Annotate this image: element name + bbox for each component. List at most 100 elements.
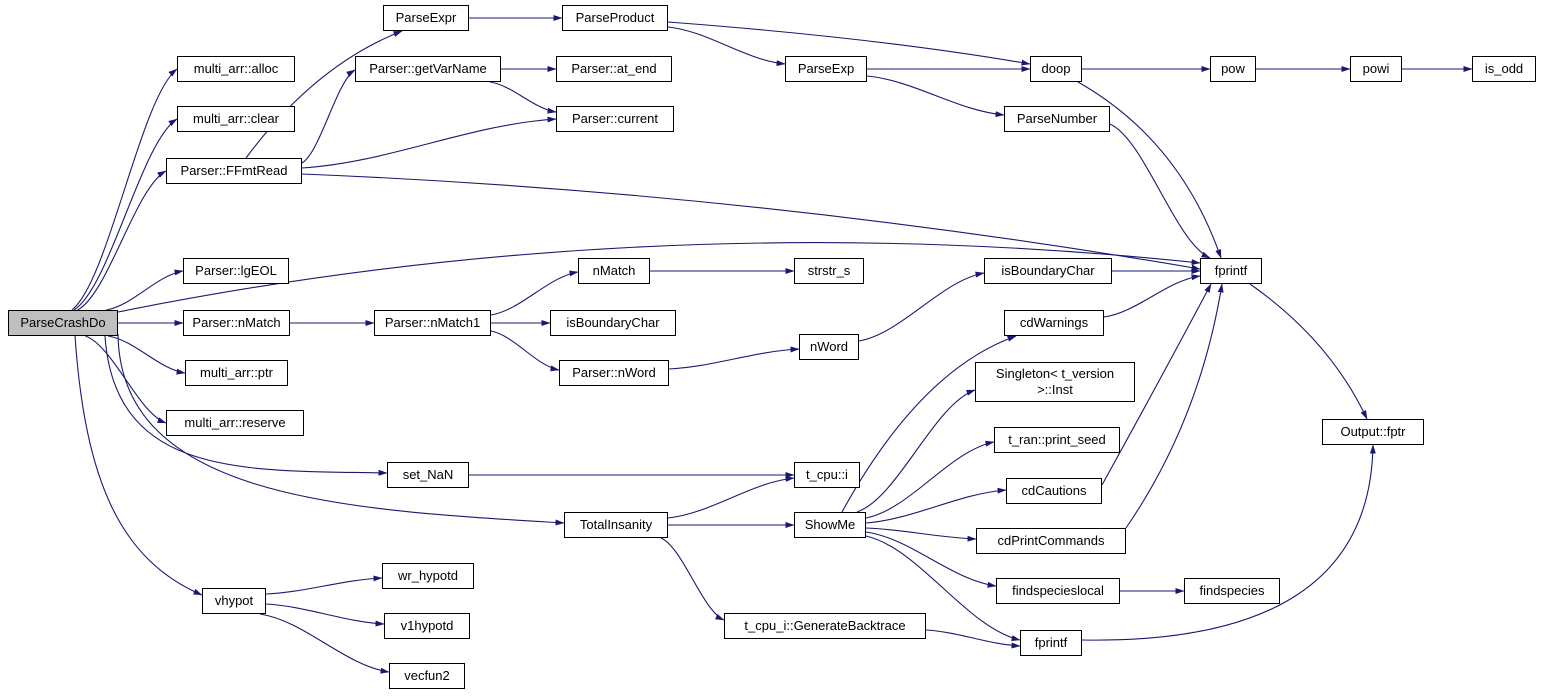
- node-label: ParseExpr: [395, 10, 457, 26]
- node-isboundarychar2[interactable]: isBoundaryChar: [984, 258, 1112, 284]
- node-label: fprintf: [1214, 263, 1248, 279]
- edge-parsenumber-to-fprintf1: [1109, 123, 1211, 259]
- node-label: strstr_s: [807, 263, 851, 279]
- node-label: multi_arr::alloc: [193, 61, 279, 77]
- node-reserve[interactable]: multi_arr::reserve: [166, 410, 304, 436]
- edge-nword-to-isboundarychar2: [858, 271, 985, 342]
- node-vecfun2[interactable]: vecfun2: [389, 663, 465, 689]
- edge-showme-to-cdwarnings: [841, 335, 1017, 513]
- node-label: Parser::FFmtRead: [180, 163, 288, 179]
- node-parseexp[interactable]: ParseExp: [785, 56, 867, 82]
- node-fprintf1[interactable]: fprintf: [1200, 258, 1262, 284]
- node-totalinsanity[interactable]: TotalInsanity: [564, 512, 668, 538]
- node-findspecieslocal[interactable]: findspecieslocal: [996, 578, 1120, 604]
- node-label: Parser::lgEOL: [195, 263, 277, 279]
- edge-ffmtread-to-fprintf1: [301, 173, 1201, 271]
- node-nword_parser[interactable]: Parser::nWord: [559, 360, 669, 386]
- edge-vhypot-to-wrhypotd: [265, 575, 383, 595]
- node-parseproduct[interactable]: ParseProduct: [562, 5, 668, 31]
- edge-parseproduct-to-doop: [667, 21, 1031, 66]
- node-nword[interactable]: nWord: [799, 334, 859, 360]
- node-showme[interactable]: ShowMe: [794, 512, 866, 538]
- node-cdwarnings[interactable]: cdWarnings: [1004, 310, 1104, 336]
- node-strstr_s[interactable]: strstr_s: [794, 258, 864, 284]
- edge-totalinsanity-to-backtrace: [660, 537, 725, 621]
- node-current[interactable]: Parser::current: [556, 106, 674, 132]
- edge-fprintf2-to-outputfptr: [1081, 444, 1376, 641]
- node-label: ShowMe: [804, 517, 856, 533]
- node-label: cdWarnings: [1019, 315, 1089, 331]
- node-nmatch[interactable]: nMatch: [578, 258, 650, 284]
- node-nmatch_parser[interactable]: Parser::nMatch: [183, 310, 290, 336]
- node-backtrace[interactable]: t_cpu_i::GenerateBacktrace: [724, 613, 926, 639]
- edge-nmatch1-to-nword_parser: [490, 330, 560, 372]
- node-printseed[interactable]: t_ran::print_seed: [994, 427, 1120, 453]
- node-tcpui[interactable]: t_cpu::i: [794, 462, 860, 488]
- node-isboundarychar1[interactable]: isBoundaryChar: [550, 310, 676, 336]
- node-label: vecfun2: [404, 668, 450, 684]
- edge-parsecrashdo-to-ptr: [108, 335, 186, 375]
- edge-ffmtread-to-getvarname: [301, 69, 356, 164]
- node-label: nMatch: [592, 263, 636, 279]
- node-label: multi_arr::reserve: [184, 415, 286, 431]
- node-getvarname[interactable]: Parser::getVarName: [355, 56, 501, 82]
- node-clear[interactable]: multi_arr::clear: [177, 106, 295, 132]
- edge-parsecrashdo-to-ffmtread: [77, 170, 167, 311]
- node-pow[interactable]: pow: [1210, 56, 1256, 82]
- node-label: ParseNumber: [1016, 111, 1098, 127]
- node-doop[interactable]: doop: [1030, 56, 1082, 82]
- node-fprintf2[interactable]: fprintf: [1020, 630, 1082, 656]
- edge-parsecrashdo-to-alloc: [71, 68, 178, 311]
- edge-doop-to-fprintf1: [1077, 81, 1222, 259]
- node-label: pow: [1221, 61, 1245, 77]
- node-label: Parser::current: [572, 111, 658, 127]
- edge-parsecrashdo-to-totalinsanity: [117, 333, 565, 526]
- node-label: Parser::at_end: [571, 61, 657, 77]
- node-lgeol[interactable]: Parser::lgEOL: [183, 258, 289, 284]
- node-ptr[interactable]: multi_arr::ptr: [185, 360, 288, 386]
- node-label: Parser::nWord: [572, 365, 656, 381]
- node-label: ParseExp: [797, 61, 855, 77]
- node-label: Parser::nMatch1: [384, 315, 481, 331]
- node-setnan[interactable]: set_NaN: [387, 462, 469, 488]
- node-atend[interactable]: Parser::at_end: [556, 56, 672, 82]
- node-label: fprintf: [1034, 635, 1068, 651]
- node-alloc[interactable]: multi_arr::alloc: [177, 56, 295, 82]
- node-wrhypotd[interactable]: wr_hypotd: [382, 563, 474, 589]
- node-singleton[interactable]: Singleton< t_version >::Inst: [975, 362, 1135, 402]
- node-parseexpr[interactable]: ParseExpr: [383, 5, 469, 31]
- node-label: nWord: [809, 339, 849, 355]
- edge-vhypot-to-v1hypotd: [265, 603, 385, 627]
- node-label: t_cpu::i: [806, 467, 848, 483]
- node-label: v1hypotd: [400, 618, 454, 634]
- node-label: t_ran::print_seed: [1008, 432, 1106, 448]
- node-v1hypotd[interactable]: v1hypotd: [384, 613, 470, 639]
- node-label: Output::fptr: [1340, 424, 1406, 440]
- edge-nword_parser-to-nword: [668, 346, 800, 370]
- node-ffmtread[interactable]: Parser::FFmtRead: [166, 158, 302, 184]
- node-findspecies[interactable]: findspecies: [1184, 578, 1280, 604]
- node-cdcautions[interactable]: cdCautions: [1006, 478, 1102, 504]
- edge-getvarname-to-current: [489, 81, 557, 114]
- node-parsenumber[interactable]: ParseNumber: [1004, 106, 1110, 132]
- edge-ffmtread-to-current: [301, 116, 557, 169]
- node-label: doop: [1041, 61, 1071, 77]
- node-cdprintcommands[interactable]: cdPrintCommands: [976, 528, 1126, 554]
- node-label: ParseProduct: [575, 10, 655, 26]
- edge-ffmtread-to-parseexpr: [245, 30, 403, 159]
- node-label: cdCautions: [1021, 483, 1087, 499]
- node-nmatch1[interactable]: Parser::nMatch1: [374, 310, 491, 336]
- node-outputfptr[interactable]: Output::fptr: [1322, 419, 1424, 445]
- node-isodd[interactable]: is_odd: [1472, 56, 1536, 82]
- edge-backtrace-to-fprintf2: [925, 629, 1021, 649]
- node-powi[interactable]: powi: [1350, 56, 1402, 82]
- edge-parsecrashdo-to-setnan: [104, 335, 388, 476]
- edge-parsecrashdo-to-vhypot: [74, 335, 203, 596]
- node-vhypot[interactable]: vhypot: [202, 588, 266, 614]
- edge-nmatch1-to-nmatch: [490, 270, 579, 316]
- edge-parseexp-to-parsenumber: [866, 75, 1005, 118]
- edge-showme-to-cdprintcommands: [865, 527, 977, 542]
